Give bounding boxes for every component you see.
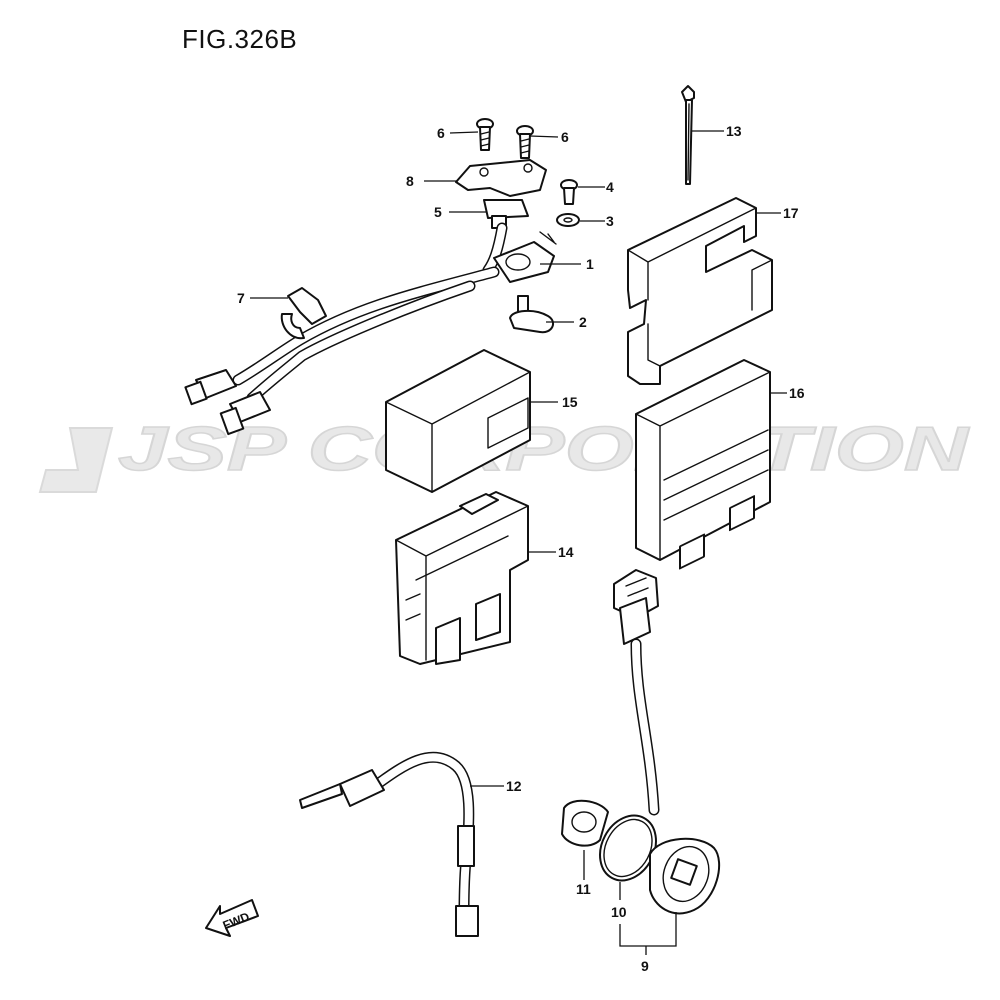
watermark: JSP CORPORATION <box>38 414 971 493</box>
label-part-16: 16 <box>789 385 805 401</box>
label-part-10: 10 <box>611 904 627 920</box>
label-part-2: 2 <box>579 314 587 330</box>
sensor-connector[interactable] <box>483 199 529 229</box>
coupler-connector[interactable] <box>613 569 659 645</box>
label-part-1: 1 <box>586 256 594 272</box>
label-part-12: 12 <box>506 778 522 794</box>
cable-tie[interactable] <box>681 85 695 185</box>
sensor[interactable] <box>493 231 557 283</box>
leader-lines <box>250 130 787 955</box>
part-labels: 6 6 8 4 3 5 1 7 2 13 17 15 16 14 12 11 1… <box>237 123 805 974</box>
harness-connector-upper[interactable] <box>184 369 237 406</box>
label-part-8: 8 <box>406 173 414 189</box>
rod-sensor[interactable] <box>509 295 555 334</box>
fwd-direction-arrow: FWD <box>205 899 259 937</box>
control-module[interactable] <box>395 491 529 665</box>
screw-left[interactable] <box>476 118 494 151</box>
label-part-4: 4 <box>606 179 614 195</box>
watermark-text: JSP CORPORATION <box>118 415 970 484</box>
figure-title: FIG.326B <box>182 24 298 54</box>
label-part-11: 11 <box>576 881 591 897</box>
label-part-13: 13 <box>726 123 742 139</box>
screw-right[interactable] <box>516 125 534 159</box>
label-part-6-left: 6 <box>437 125 445 141</box>
watermark-logo-mark <box>38 427 114 493</box>
harness-clamp[interactable] <box>280 287 327 340</box>
bolt[interactable] <box>560 179 578 205</box>
label-part-9: 9 <box>641 958 649 974</box>
switch-harness[interactable] <box>299 751 479 937</box>
ecu-cover-bracket[interactable] <box>627 197 773 385</box>
ecu-cover-box[interactable] <box>385 349 531 493</box>
label-part-15: 15 <box>562 394 578 410</box>
grommet[interactable] <box>561 799 609 847</box>
socket-assembly[interactable] <box>649 837 721 915</box>
ecu-unit[interactable] <box>635 359 771 570</box>
label-part-6-right: 6 <box>561 129 569 145</box>
washer[interactable] <box>556 213 580 227</box>
sensor-bracket[interactable] <box>455 159 547 197</box>
label-part-5: 5 <box>434 204 442 220</box>
label-part-17: 17 <box>783 205 799 221</box>
harness-connector-lower[interactable] <box>219 391 271 436</box>
label-part-14: 14 <box>558 544 574 560</box>
label-part-7: 7 <box>237 290 245 306</box>
label-part-3: 3 <box>606 213 614 229</box>
